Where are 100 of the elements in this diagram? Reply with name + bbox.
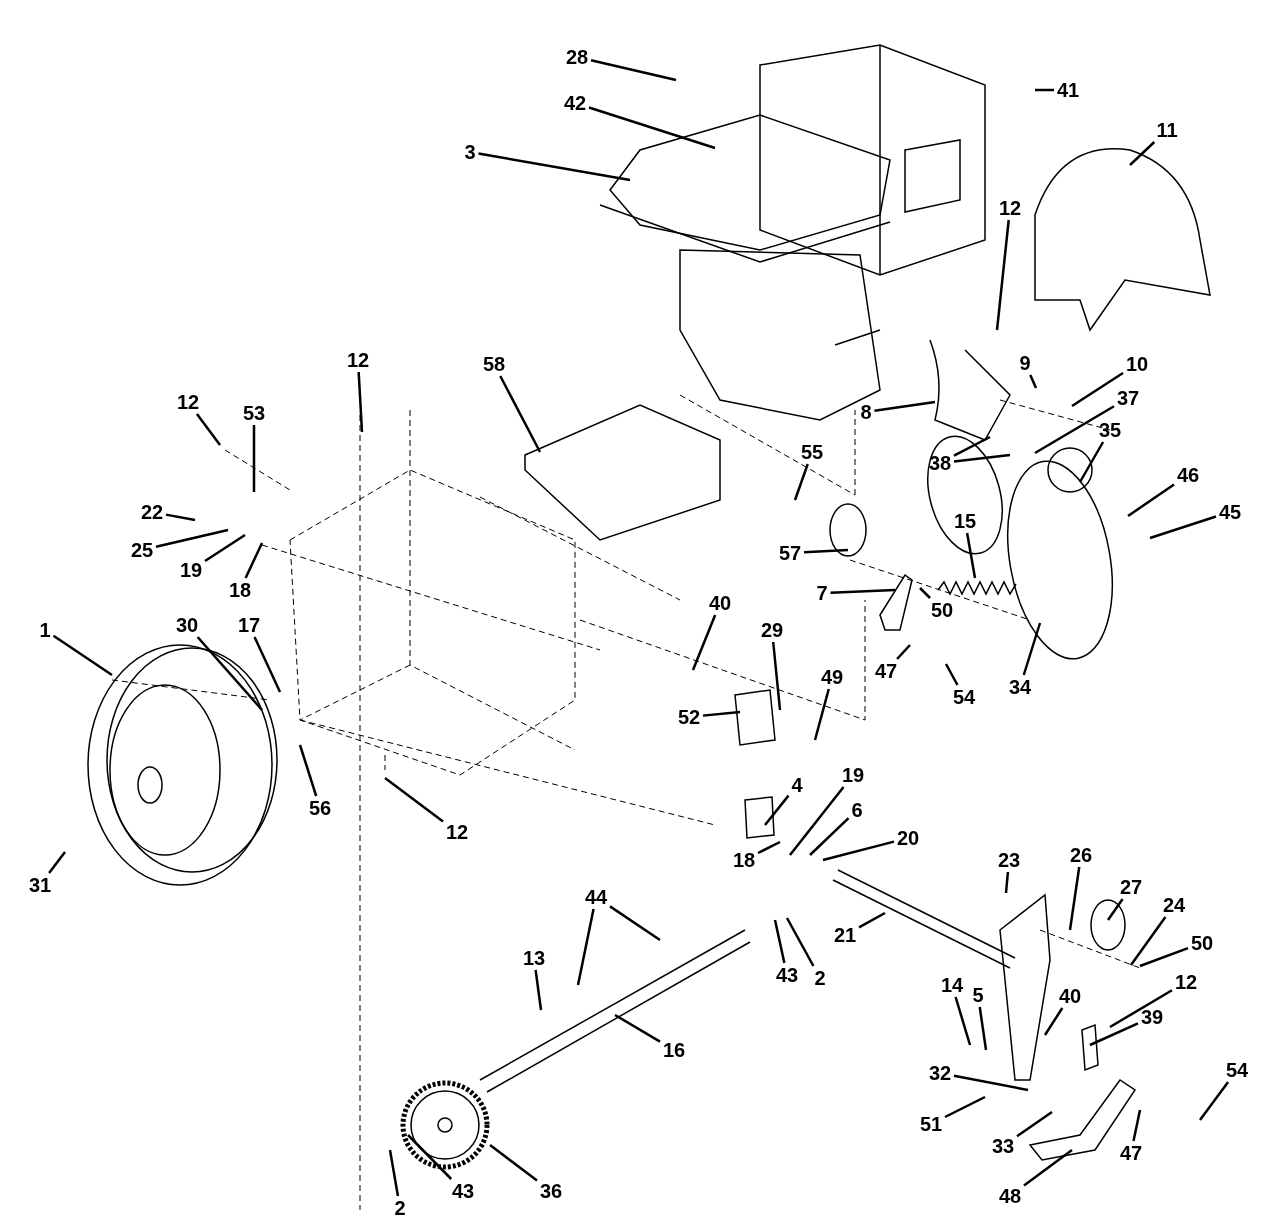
callout-number: 12	[347, 349, 370, 371]
leader-line	[1004, 871, 1010, 894]
leader-line	[1043, 1007, 1064, 1036]
leader-line	[944, 1095, 986, 1119]
leader-line	[576, 908, 595, 986]
leader-line	[1130, 916, 1167, 966]
callout-number: 15	[954, 510, 977, 532]
leader-line	[874, 400, 936, 412]
callout-number: 47	[875, 660, 898, 682]
leader-line	[357, 371, 364, 433]
leader-line	[789, 786, 845, 856]
leader-line	[1132, 1109, 1142, 1142]
leader-line	[1029, 374, 1038, 389]
leader-line	[691, 614, 717, 671]
callout-number: 56	[309, 797, 332, 819]
callout-number: 57	[779, 542, 802, 564]
leader-line	[1071, 372, 1124, 408]
leader-line	[919, 587, 931, 599]
leader-line	[1199, 1081, 1230, 1121]
callout-number: 49	[821, 666, 844, 688]
callout-number: 29	[761, 619, 784, 641]
leader-line	[48, 851, 66, 874]
leader-line	[298, 744, 318, 797]
leader-line	[813, 688, 830, 741]
callout-number: 3	[464, 141, 476, 163]
leader-line	[978, 1006, 988, 1051]
leader-line	[499, 375, 542, 453]
leader-line	[995, 219, 1010, 331]
callout-number: 48	[999, 1185, 1022, 1207]
callout-number: 43	[776, 964, 799, 986]
callout-number: 12	[1175, 971, 1198, 993]
leader-line	[52, 634, 113, 677]
callout-number: 17	[238, 614, 261, 636]
leader-line	[253, 636, 282, 693]
leader-line	[954, 996, 972, 1046]
leader-line	[165, 513, 196, 522]
callout-number: 51	[920, 1113, 943, 1135]
callout-number: 55	[801, 441, 824, 463]
leader-line	[822, 840, 895, 862]
leader-line	[764, 794, 790, 826]
leader-line	[702, 710, 741, 717]
callout-number: 27	[1120, 876, 1143, 898]
callout-number: 5	[972, 984, 984, 1006]
callout-number: 16	[663, 1039, 686, 1061]
callout-number: 36	[540, 1180, 563, 1202]
leader-line	[588, 106, 716, 150]
callout-number: 44	[585, 886, 608, 908]
callout-number: 35	[1099, 419, 1122, 441]
callout-number: 39	[1141, 1006, 1164, 1028]
leader-line	[204, 533, 246, 562]
callout-number: 18	[229, 579, 252, 601]
callout-number: 26	[1070, 844, 1093, 866]
callout-number: 42	[564, 92, 587, 114]
leader-line	[244, 542, 264, 579]
callout-number: 30	[176, 614, 199, 636]
leader-line	[609, 905, 661, 942]
leader-line	[478, 152, 631, 182]
leader-line	[1022, 622, 1042, 676]
callout-number: 34	[1009, 676, 1032, 698]
callout-number: 54	[1226, 1059, 1249, 1081]
callout-number: 22	[141, 501, 164, 523]
callout-number: 21	[834, 924, 857, 946]
callout-number: 41	[1057, 79, 1080, 101]
callout-number: 54	[953, 686, 976, 708]
callout-number: 52	[678, 706, 701, 728]
leader-line	[830, 588, 896, 594]
callout-number: 13	[523, 947, 546, 969]
leader-line	[757, 840, 781, 855]
leader-line	[384, 777, 444, 823]
leader-line	[953, 453, 1011, 463]
callout-number: 40	[1059, 985, 1082, 1007]
leader-line	[1129, 141, 1156, 166]
leader-line	[1034, 405, 1115, 455]
callout-number: 24	[1163, 894, 1186, 916]
callout-number: 45	[1219, 501, 1242, 523]
leader-line	[155, 528, 229, 548]
leader-line	[773, 919, 786, 964]
callout-number: 6	[851, 799, 863, 821]
callout-number: 23	[998, 849, 1021, 871]
leader-line	[1139, 947, 1189, 968]
callout-number: 20	[897, 827, 920, 849]
leader-line	[1089, 1022, 1139, 1047]
callout-number: 46	[1177, 464, 1200, 486]
callout-number: 43	[452, 1180, 475, 1202]
callout-number: 40	[709, 592, 732, 614]
leader-line	[771, 641, 782, 711]
callout-number: 18	[733, 849, 756, 871]
leader-line	[793, 463, 809, 501]
callout-number: 9	[1019, 352, 1031, 374]
leader-line	[1023, 1149, 1073, 1187]
leader-line	[803, 548, 849, 554]
leader-line	[1109, 989, 1173, 1029]
callout-number: 31	[29, 874, 52, 896]
leader-line	[809, 817, 850, 856]
leader-line	[1106, 898, 1124, 921]
leader-line	[614, 1013, 661, 1043]
leader-line	[252, 425, 256, 492]
callout-number: 19	[842, 764, 865, 786]
leader-line	[785, 917, 815, 967]
callout-number: 1	[39, 619, 51, 641]
